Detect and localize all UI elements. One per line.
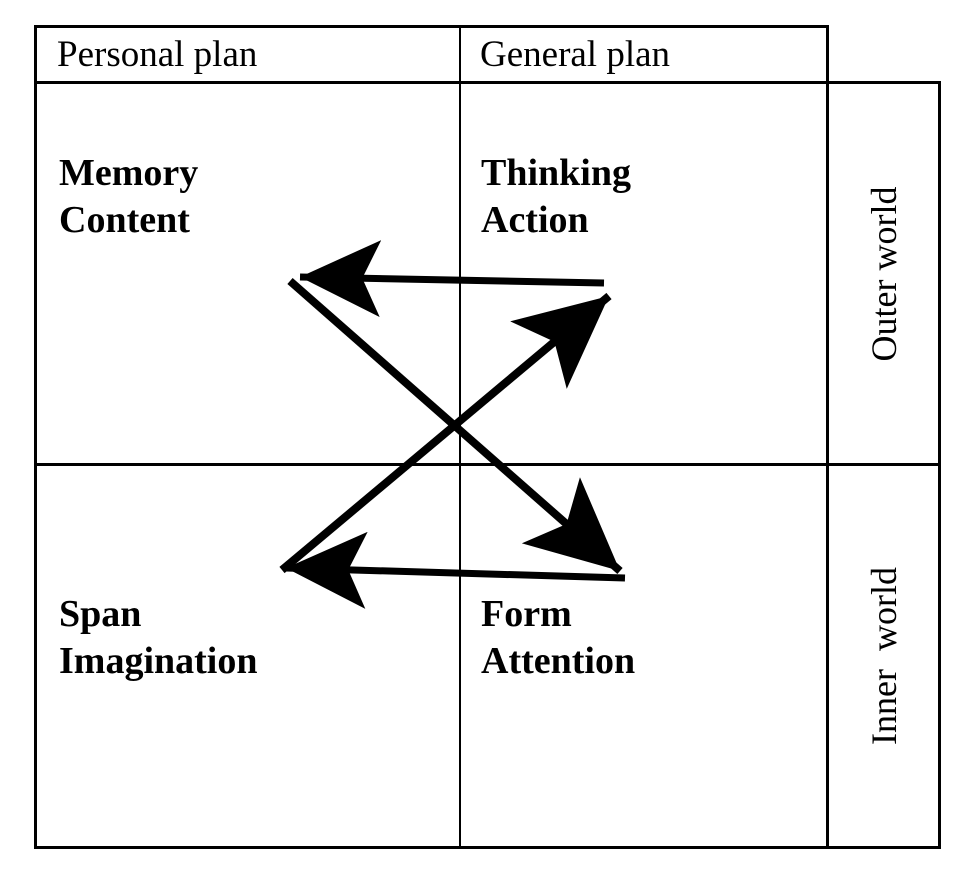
arrow-b-diagonal-segment: [279, 292, 612, 574]
border-left: [34, 25, 37, 849]
border-side-column-left: [826, 25, 829, 849]
column-header-personal-plan: Personal plan: [57, 28, 437, 81]
cell-inner-personal: Span Imagination: [59, 593, 258, 682]
border-middle-horizontal: [34, 463, 941, 466]
border-right: [938, 81, 941, 849]
border-center-vertical: [459, 25, 461, 849]
arrow-upper-left-to-lower-right: [287, 240, 623, 575]
arrow-lower-left-to-upper-right: [279, 292, 626, 609]
border-top-side-column: [828, 81, 941, 84]
row-label-inner-world: Inner world: [859, 456, 909, 856]
row-label-outer-world-text: Outer world: [864, 186, 904, 362]
cell-outer-general: Thinking Action: [481, 152, 631, 241]
border-bottom: [34, 846, 941, 849]
cell-outer-personal: Memory Content: [59, 152, 199, 241]
arrow-a-horizontal-segment: [299, 240, 605, 318]
row-label-inner-world-text: Inner world: [864, 567, 904, 745]
column-header-general-plan-label: General plan: [480, 34, 671, 75]
column-header-general-plan: General plan: [480, 28, 820, 81]
row-label-outer-world: Outer world: [859, 74, 909, 474]
column-header-personal-plan-label: Personal plan: [57, 34, 258, 75]
border-top-main: [34, 25, 828, 28]
arrow-b-horizontal-segment: [285, 531, 626, 609]
border-header-bottom: [34, 81, 828, 84]
cell-inner-general: Form Attention: [481, 593, 636, 682]
arrow-a-diagonal-segment: [287, 277, 623, 575]
